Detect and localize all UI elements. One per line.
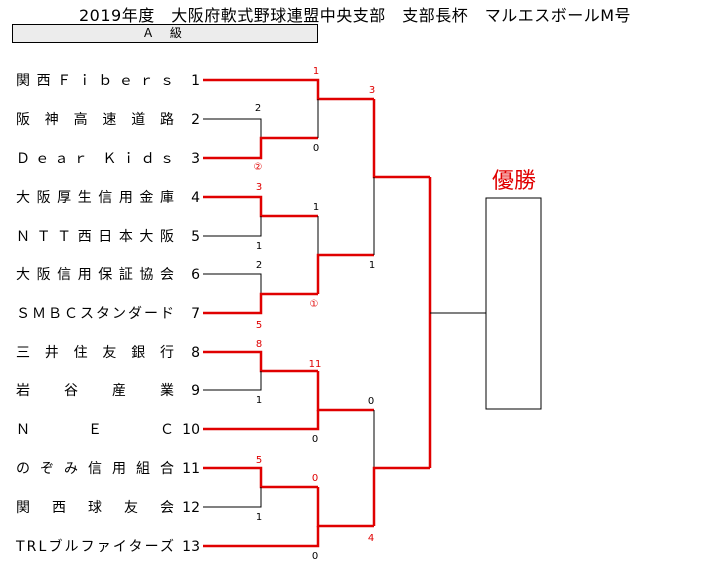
team-name: Ｄｅａｒ Ｋｉｄｓ: [16, 151, 174, 167]
team-seed: 9: [191, 383, 200, 399]
champion-box: [485, 197, 542, 410]
team-name: 岩谷産業: [16, 383, 174, 399]
bracket-line-winner: [203, 195, 318, 218]
team-seed: 5: [191, 229, 200, 245]
team-seed: 13: [182, 539, 200, 555]
bracket-line-winner: [203, 292, 318, 315]
bracket-line: [203, 487, 262, 508]
bracket-lines: [203, 78, 486, 548]
bracket-line-winner: [372, 99, 430, 179]
bracket-line-winner: [316, 371, 374, 412]
bracket-line: [203, 371, 262, 391]
bracket-line-winner: [203, 526, 320, 548]
team-name: 関西Ｆｉｂｅｒｓ: [16, 73, 174, 89]
score-q4-winner: 0: [312, 473, 318, 484]
team-name: ＮＥＣ: [16, 422, 174, 438]
team-seed: 6: [191, 267, 200, 283]
score-q3-winner: 11: [309, 359, 322, 370]
team-seed: 2: [191, 112, 200, 128]
score-q2-loser: 1: [313, 202, 319, 213]
score-m2-loser: 1: [256, 241, 262, 252]
team-name: 関西球友会: [16, 500, 174, 516]
bracket-line-winner: [203, 136, 318, 160]
team-seed: 12: [182, 500, 200, 516]
score-m2-winner: 3: [256, 182, 262, 193]
team-seed: 4: [191, 190, 200, 206]
score-q2-winner: ①: [310, 299, 319, 310]
bracket-line-winner: [316, 487, 374, 528]
team-seed: 3: [191, 151, 200, 167]
score-m1-winner: ②: [254, 162, 263, 173]
score-q3-loser: 0: [312, 434, 318, 445]
team-seed: 10: [182, 422, 200, 438]
score-m3-loser: 2: [256, 260, 262, 271]
team-name: 三井住友銀行: [16, 345, 174, 361]
team-seed: 11: [182, 461, 200, 477]
score-m4-winner: 8: [256, 339, 262, 350]
score-q1-winner: 1: [313, 66, 319, 77]
bracket-line: [203, 118, 262, 138]
score-m4-loser: 1: [256, 395, 262, 406]
team-name: のぞみ信用組合: [16, 461, 174, 477]
bracket-line-winner: [316, 253, 374, 294]
team-name: TRLブルファイターズ: [15, 538, 174, 555]
team-name: ＳＭＢＣスタンダード: [16, 306, 174, 322]
score-m5-winner: 5: [256, 455, 262, 466]
bracket-line-winner: [203, 350, 318, 373]
team-seed: 7: [191, 306, 200, 322]
score-s2-loser: 0: [368, 396, 374, 407]
team-name: 大阪信用保証協会: [16, 267, 174, 283]
bracket-line-winner: [372, 466, 430, 526]
score-m3-winner: 5: [256, 320, 262, 331]
team-seed: 1: [191, 73, 200, 89]
score-q4-loser: 0: [312, 551, 318, 562]
bracket-line: [203, 216, 262, 237]
bracket-line-winner: [203, 410, 320, 431]
team-name: 大阪厚生信用金庫: [16, 189, 174, 206]
score-m5-loser: 1: [256, 512, 262, 523]
class-label: Ａ 級: [12, 24, 318, 43]
team-name: ＮＴＴ西日本大阪: [16, 229, 174, 245]
score-m1-loser: 2: [255, 103, 261, 114]
bracket-line-winner: [203, 78, 374, 101]
score-s1-winner: 3: [369, 85, 375, 96]
page-title: 2019年度 大阪府軟式野球連盟中央支部 支部長杯 マルエスボールM号: [78, 6, 632, 25]
bracket-line-winner: [203, 466, 318, 489]
score-q1-loser: 0: [313, 143, 319, 154]
champion-label: 優勝: [492, 169, 536, 194]
bracket-line: [203, 273, 262, 294]
score-s1-loser: 1: [369, 260, 375, 271]
team-name: 阪神高速道路: [16, 111, 174, 128]
team-seed: 8: [191, 345, 200, 361]
score-s2-winner: 4: [368, 533, 374, 544]
